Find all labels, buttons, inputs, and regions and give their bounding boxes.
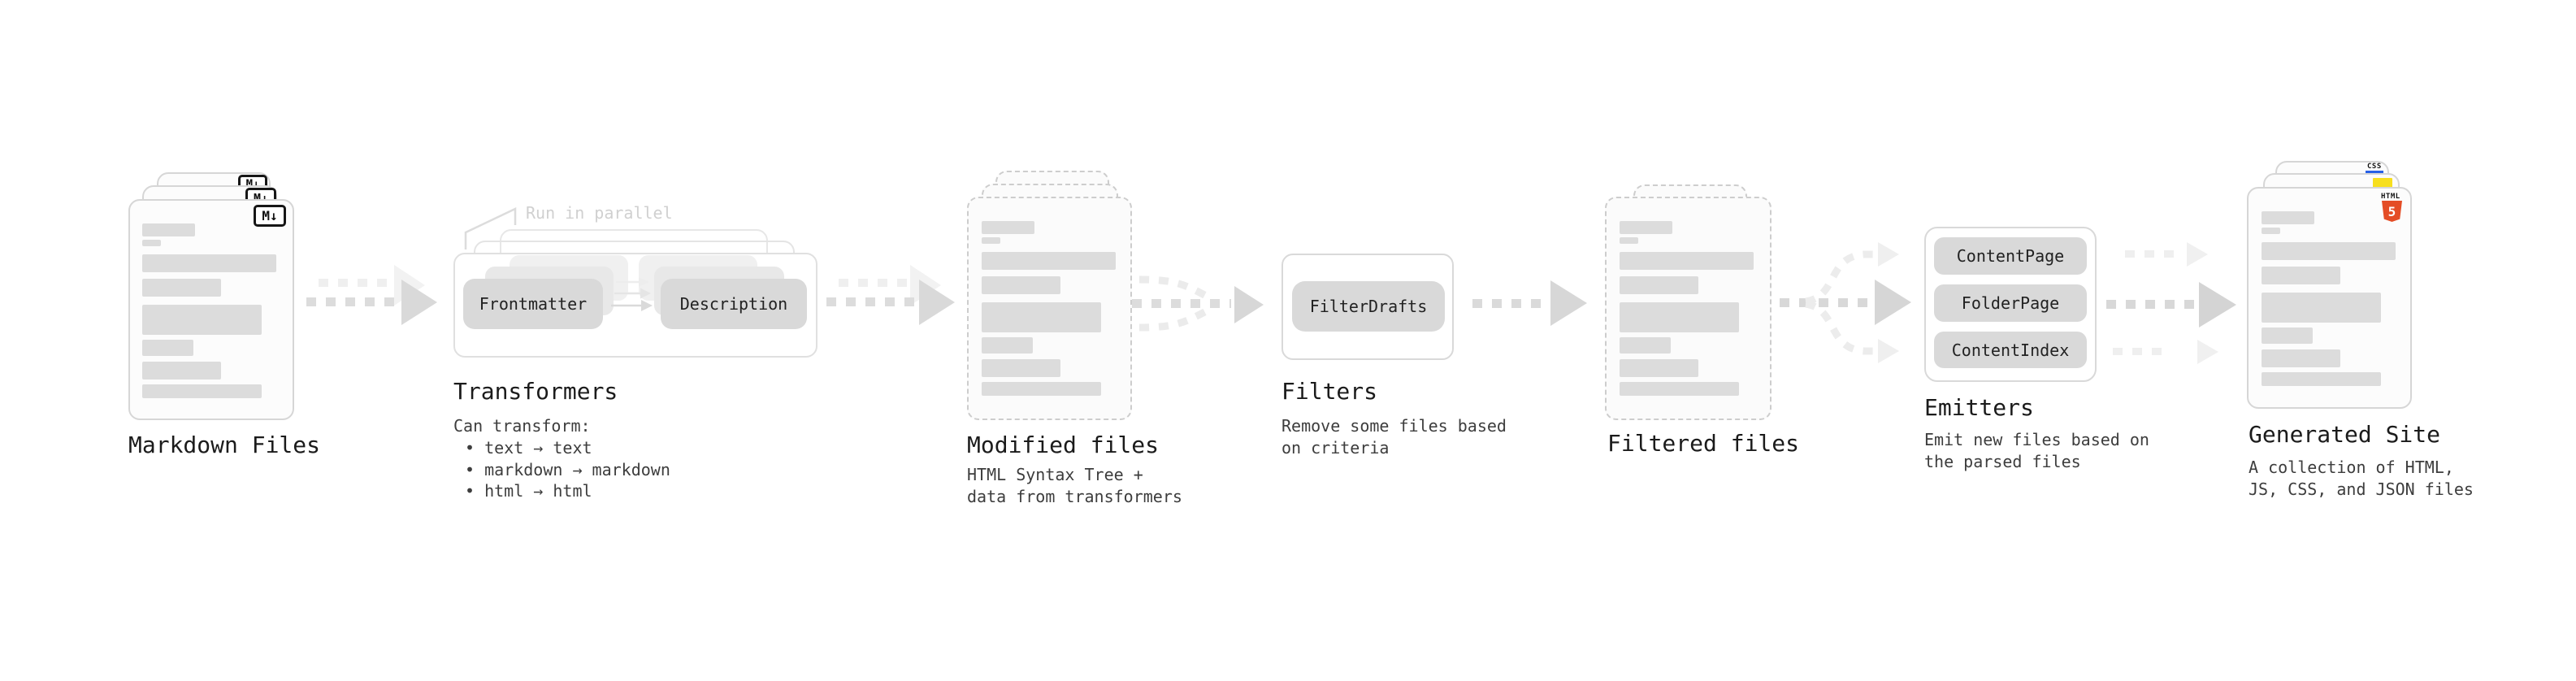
modified-files-desc: data from transformers bbox=[967, 487, 1182, 506]
skeleton-bar bbox=[982, 382, 1101, 396]
skeleton-bar bbox=[1620, 337, 1671, 354]
skeleton-bar bbox=[2262, 211, 2314, 224]
arrow-trail bbox=[826, 297, 916, 306]
skeleton-bar bbox=[1620, 221, 1672, 234]
file-content-skeleton bbox=[982, 197, 1116, 396]
skeleton-bar bbox=[982, 221, 1034, 234]
transformers-bullet: • text → text bbox=[465, 438, 592, 458]
skeleton-bar bbox=[982, 252, 1116, 270]
contentpage-step: ContentPage bbox=[1934, 237, 2087, 275]
arrow-trail bbox=[1780, 298, 1871, 307]
filters-label: Filters bbox=[1281, 378, 1378, 405]
arrow-head bbox=[1234, 286, 1264, 323]
emitters-label: Emitters bbox=[1924, 394, 2034, 421]
arrow-head-bottom bbox=[2197, 340, 2218, 364]
css-icon-underline bbox=[2366, 171, 2383, 174]
emitters-desc: Emit new files based on bbox=[1924, 430, 2149, 449]
arrow-head-top bbox=[2187, 242, 2208, 267]
skeleton-bar bbox=[142, 279, 221, 297]
skeleton-bar bbox=[1620, 252, 1754, 270]
skeleton-bar bbox=[982, 237, 1000, 244]
skeleton-bar bbox=[1620, 276, 1698, 294]
transformers-desc-title: Can transform: bbox=[453, 416, 591, 436]
skeleton-bar bbox=[2262, 372, 2381, 386]
skeleton-bar bbox=[1620, 359, 1698, 377]
arrow-head bbox=[919, 280, 955, 325]
skeleton-bar bbox=[982, 359, 1060, 377]
arrow-head-branch-top bbox=[1878, 242, 1899, 267]
run-in-parallel-note: Run in parallel bbox=[526, 203, 673, 223]
arrow-head bbox=[401, 280, 437, 325]
js-icon bbox=[2373, 178, 2392, 188]
contentindex-step: ContentIndex bbox=[1934, 332, 2087, 368]
arrow-head-branch-bottom bbox=[1878, 339, 1899, 363]
transformers-label: Transformers bbox=[453, 378, 618, 405]
arrow-head-middle bbox=[2199, 282, 2236, 327]
skeleton-bar bbox=[2262, 327, 2313, 344]
file-content-skeleton bbox=[1620, 197, 1754, 396]
filtered-files-label: Filtered files bbox=[1607, 430, 1800, 457]
skeleton-bar bbox=[2262, 293, 2381, 323]
skeleton-bar bbox=[2262, 267, 2340, 284]
skeleton-bar bbox=[1620, 237, 1638, 244]
generated-site-label: Generated Site bbox=[2249, 421, 2441, 448]
transformers-bullet: • html → html bbox=[465, 481, 592, 501]
modified-files-desc: HTML Syntax Tree + bbox=[967, 465, 1143, 484]
skeleton-bar bbox=[982, 276, 1060, 294]
skeleton-bar bbox=[142, 305, 262, 335]
modified-files-label: Modified files bbox=[967, 432, 1160, 458]
arrow-trail-bottom bbox=[2113, 348, 2168, 355]
skeleton-bar bbox=[1620, 382, 1739, 396]
arrow-head bbox=[1875, 280, 1911, 325]
skeleton-bar bbox=[142, 254, 276, 272]
skeleton-bar bbox=[142, 384, 262, 398]
skeleton-bar bbox=[142, 340, 193, 356]
markdown-files-label: Markdown Files bbox=[128, 432, 321, 458]
arrow-trail-middle bbox=[2106, 300, 2194, 309]
arrow-trail-ghost bbox=[319, 279, 393, 287]
frontmatter-step: Frontmatter bbox=[463, 279, 603, 329]
arrow-trail bbox=[306, 297, 397, 306]
generated-site-desc: A collection of HTML, bbox=[2249, 458, 2454, 477]
skeleton-bar bbox=[1620, 302, 1739, 332]
markdown-icon: M↓ bbox=[254, 205, 286, 227]
filters-desc: Remove some files based bbox=[1281, 416, 1507, 436]
file-content-skeleton bbox=[2262, 187, 2396, 386]
description-step: Description bbox=[661, 279, 807, 329]
arrow-trail-ghost bbox=[839, 279, 913, 287]
skeleton-bar bbox=[2262, 228, 2280, 234]
arrow-trail bbox=[1132, 299, 1231, 308]
skeleton-bar bbox=[142, 362, 221, 380]
skeleton-bar bbox=[2262, 349, 2340, 367]
skeleton-bar bbox=[142, 223, 195, 236]
file-content-skeleton bbox=[142, 199, 276, 398]
html5-icon: 5 bbox=[2382, 201, 2402, 222]
transformers-bullet: • markdown → markdown bbox=[465, 460, 670, 479]
html5-icon-label: HTML bbox=[2381, 193, 2400, 201]
skeleton-bar bbox=[982, 337, 1033, 354]
css-icon: CSS bbox=[2367, 163, 2382, 171]
emitters-desc: the parsed files bbox=[1924, 452, 2081, 471]
arrow-trail-top bbox=[2125, 250, 2180, 258]
filters-desc: on criteria bbox=[1281, 438, 1390, 458]
folderpage-step: FolderPage bbox=[1934, 284, 2087, 322]
skeleton-bar bbox=[142, 240, 161, 246]
generated-site-desc: JS, CSS, and JSON files bbox=[2249, 479, 2474, 499]
skeleton-bar bbox=[982, 302, 1101, 332]
skeleton-bar bbox=[2262, 242, 2396, 260]
arrow-trail bbox=[1472, 299, 1546, 308]
arrow-head bbox=[1550, 280, 1587, 326]
filterdrafts-step: FilterDrafts bbox=[1292, 281, 1445, 332]
